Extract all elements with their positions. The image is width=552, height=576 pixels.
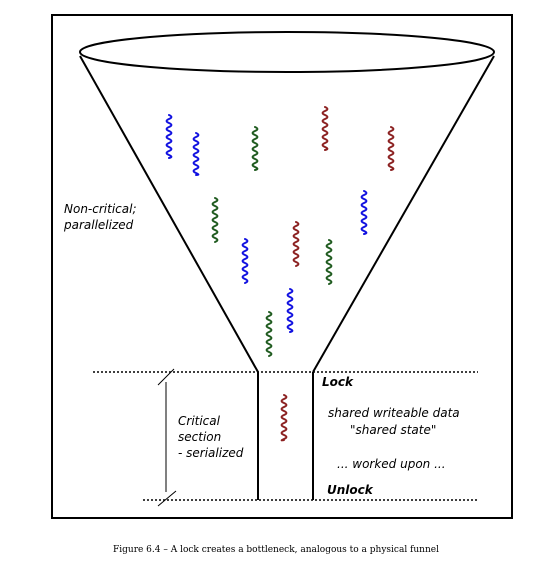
bracket-tick-top	[157, 368, 175, 386]
lock-label: Lock	[322, 375, 354, 389]
thread-squiggle-blue	[192, 132, 200, 176]
thread-squiggle-green	[325, 239, 333, 285]
funnel-left-wall	[79, 55, 259, 373]
thread-squiggle-blue	[165, 114, 173, 159]
thread-squiggles	[165, 106, 395, 442]
shared-data-label: shared writeable data	[328, 406, 460, 420]
diagram-frame	[51, 14, 513, 519]
critical-label-line2: section	[178, 430, 221, 444]
worked-upon-label: ... worked upon ...	[337, 457, 446, 471]
shared-state-label: "shared state"	[350, 423, 436, 437]
thread-squiggle-red	[321, 106, 329, 151]
noncritical-label-line2: parallelized	[63, 218, 134, 232]
thread-squiggle-blue	[241, 238, 249, 284]
thread-squiggle-green	[251, 126, 259, 171]
critical-label-line1: Critical	[178, 414, 221, 428]
unlock-label: Unlock	[327, 483, 374, 497]
thread-squiggle-green	[265, 311, 273, 357]
bracket-tick-bottom	[157, 490, 177, 507]
thread-squiggle-green	[211, 197, 219, 243]
funnel-right-wall	[312, 55, 495, 373]
thread-squiggle-blue	[286, 288, 294, 333]
thread-squiggle-red	[387, 126, 395, 171]
thread-squiggle-red	[292, 221, 300, 267]
critical-label-line3: - serialized	[178, 446, 244, 460]
funnel-rim	[79, 31, 495, 73]
noncritical-label-line1: Non-critical;	[64, 202, 137, 216]
thread-squiggle-red	[280, 394, 288, 442]
thread-squiggle-blue	[360, 190, 368, 235]
figure-caption: Figure 6.4 – A lock creates a bottleneck…	[113, 545, 439, 555]
